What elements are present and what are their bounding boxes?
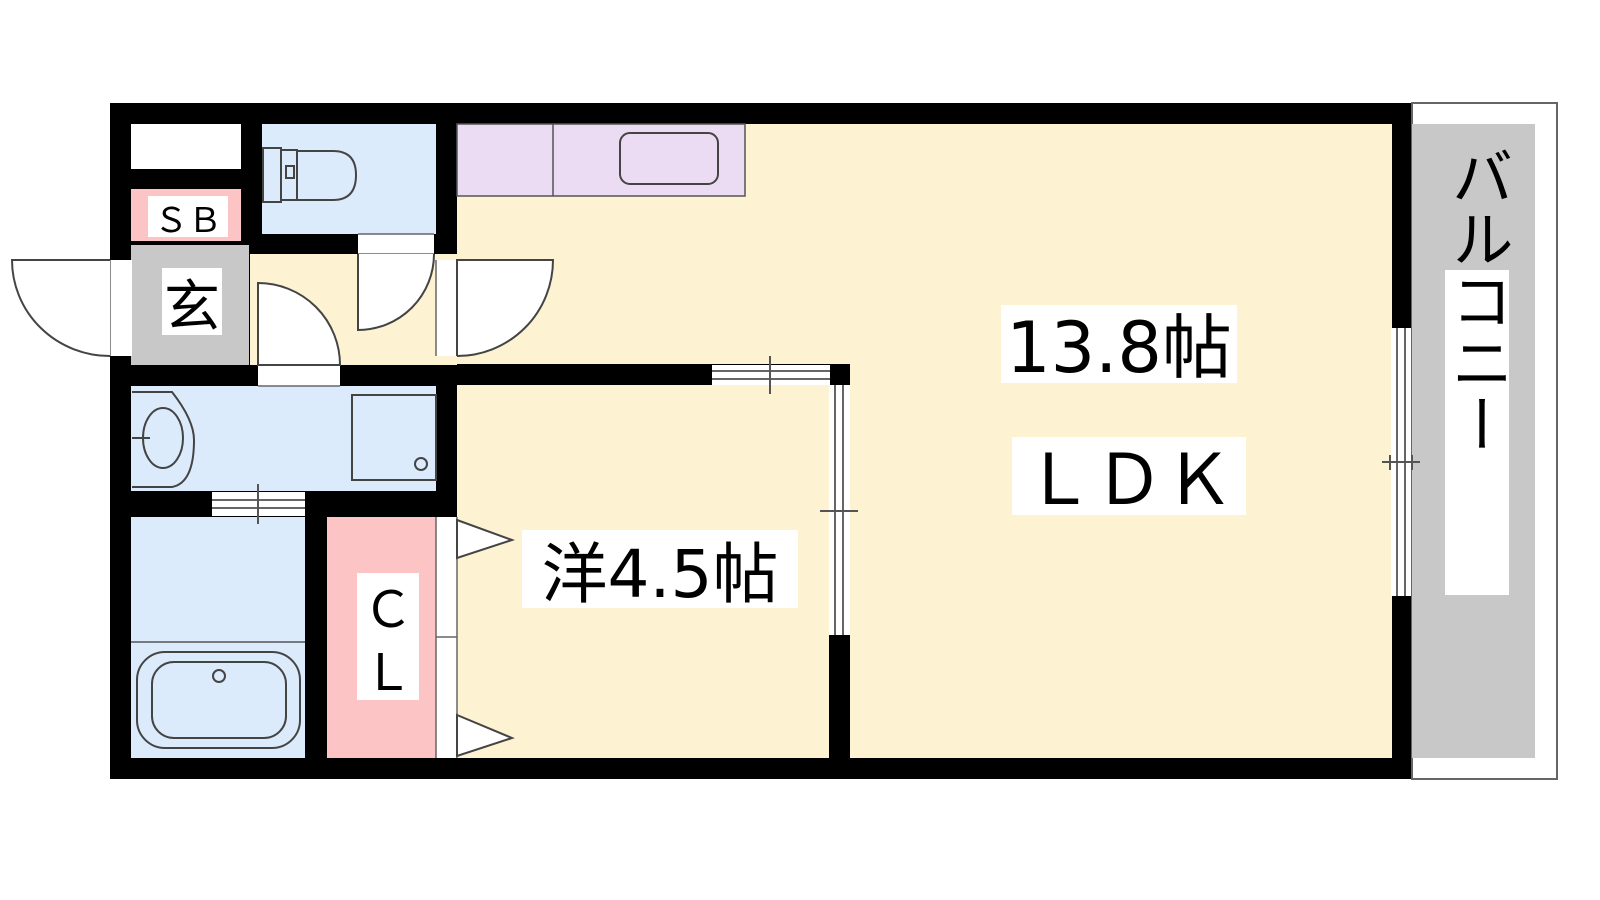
washbasin-icon — [132, 391, 196, 488]
sink-icon — [619, 132, 719, 185]
washing-machine-icon — [351, 394, 437, 481]
window-openings — [212, 328, 1420, 758]
closet-label-c: Ｃ — [363, 581, 413, 639]
entrance-label: 玄 — [164, 275, 220, 340]
ldk-size-label: 13.8帖 — [1006, 307, 1232, 389]
bathtub-icon — [136, 651, 301, 749]
balcony-label: バルコニー — [1441, 145, 1514, 455]
ldk-name-label: ＬＤＫ — [1024, 439, 1234, 521]
shoe-box-label: ＳＢ — [154, 201, 222, 241]
closet-label-l: Ｌ — [363, 644, 413, 702]
toilet-icon — [262, 147, 358, 203]
doors — [10, 233, 555, 387]
bathroom — [131, 517, 305, 758]
kitchen-counter — [456, 123, 746, 197]
western-room-label: 洋4.5帖 — [542, 536, 779, 613]
washroom — [131, 386, 436, 491]
storage — [131, 124, 241, 169]
